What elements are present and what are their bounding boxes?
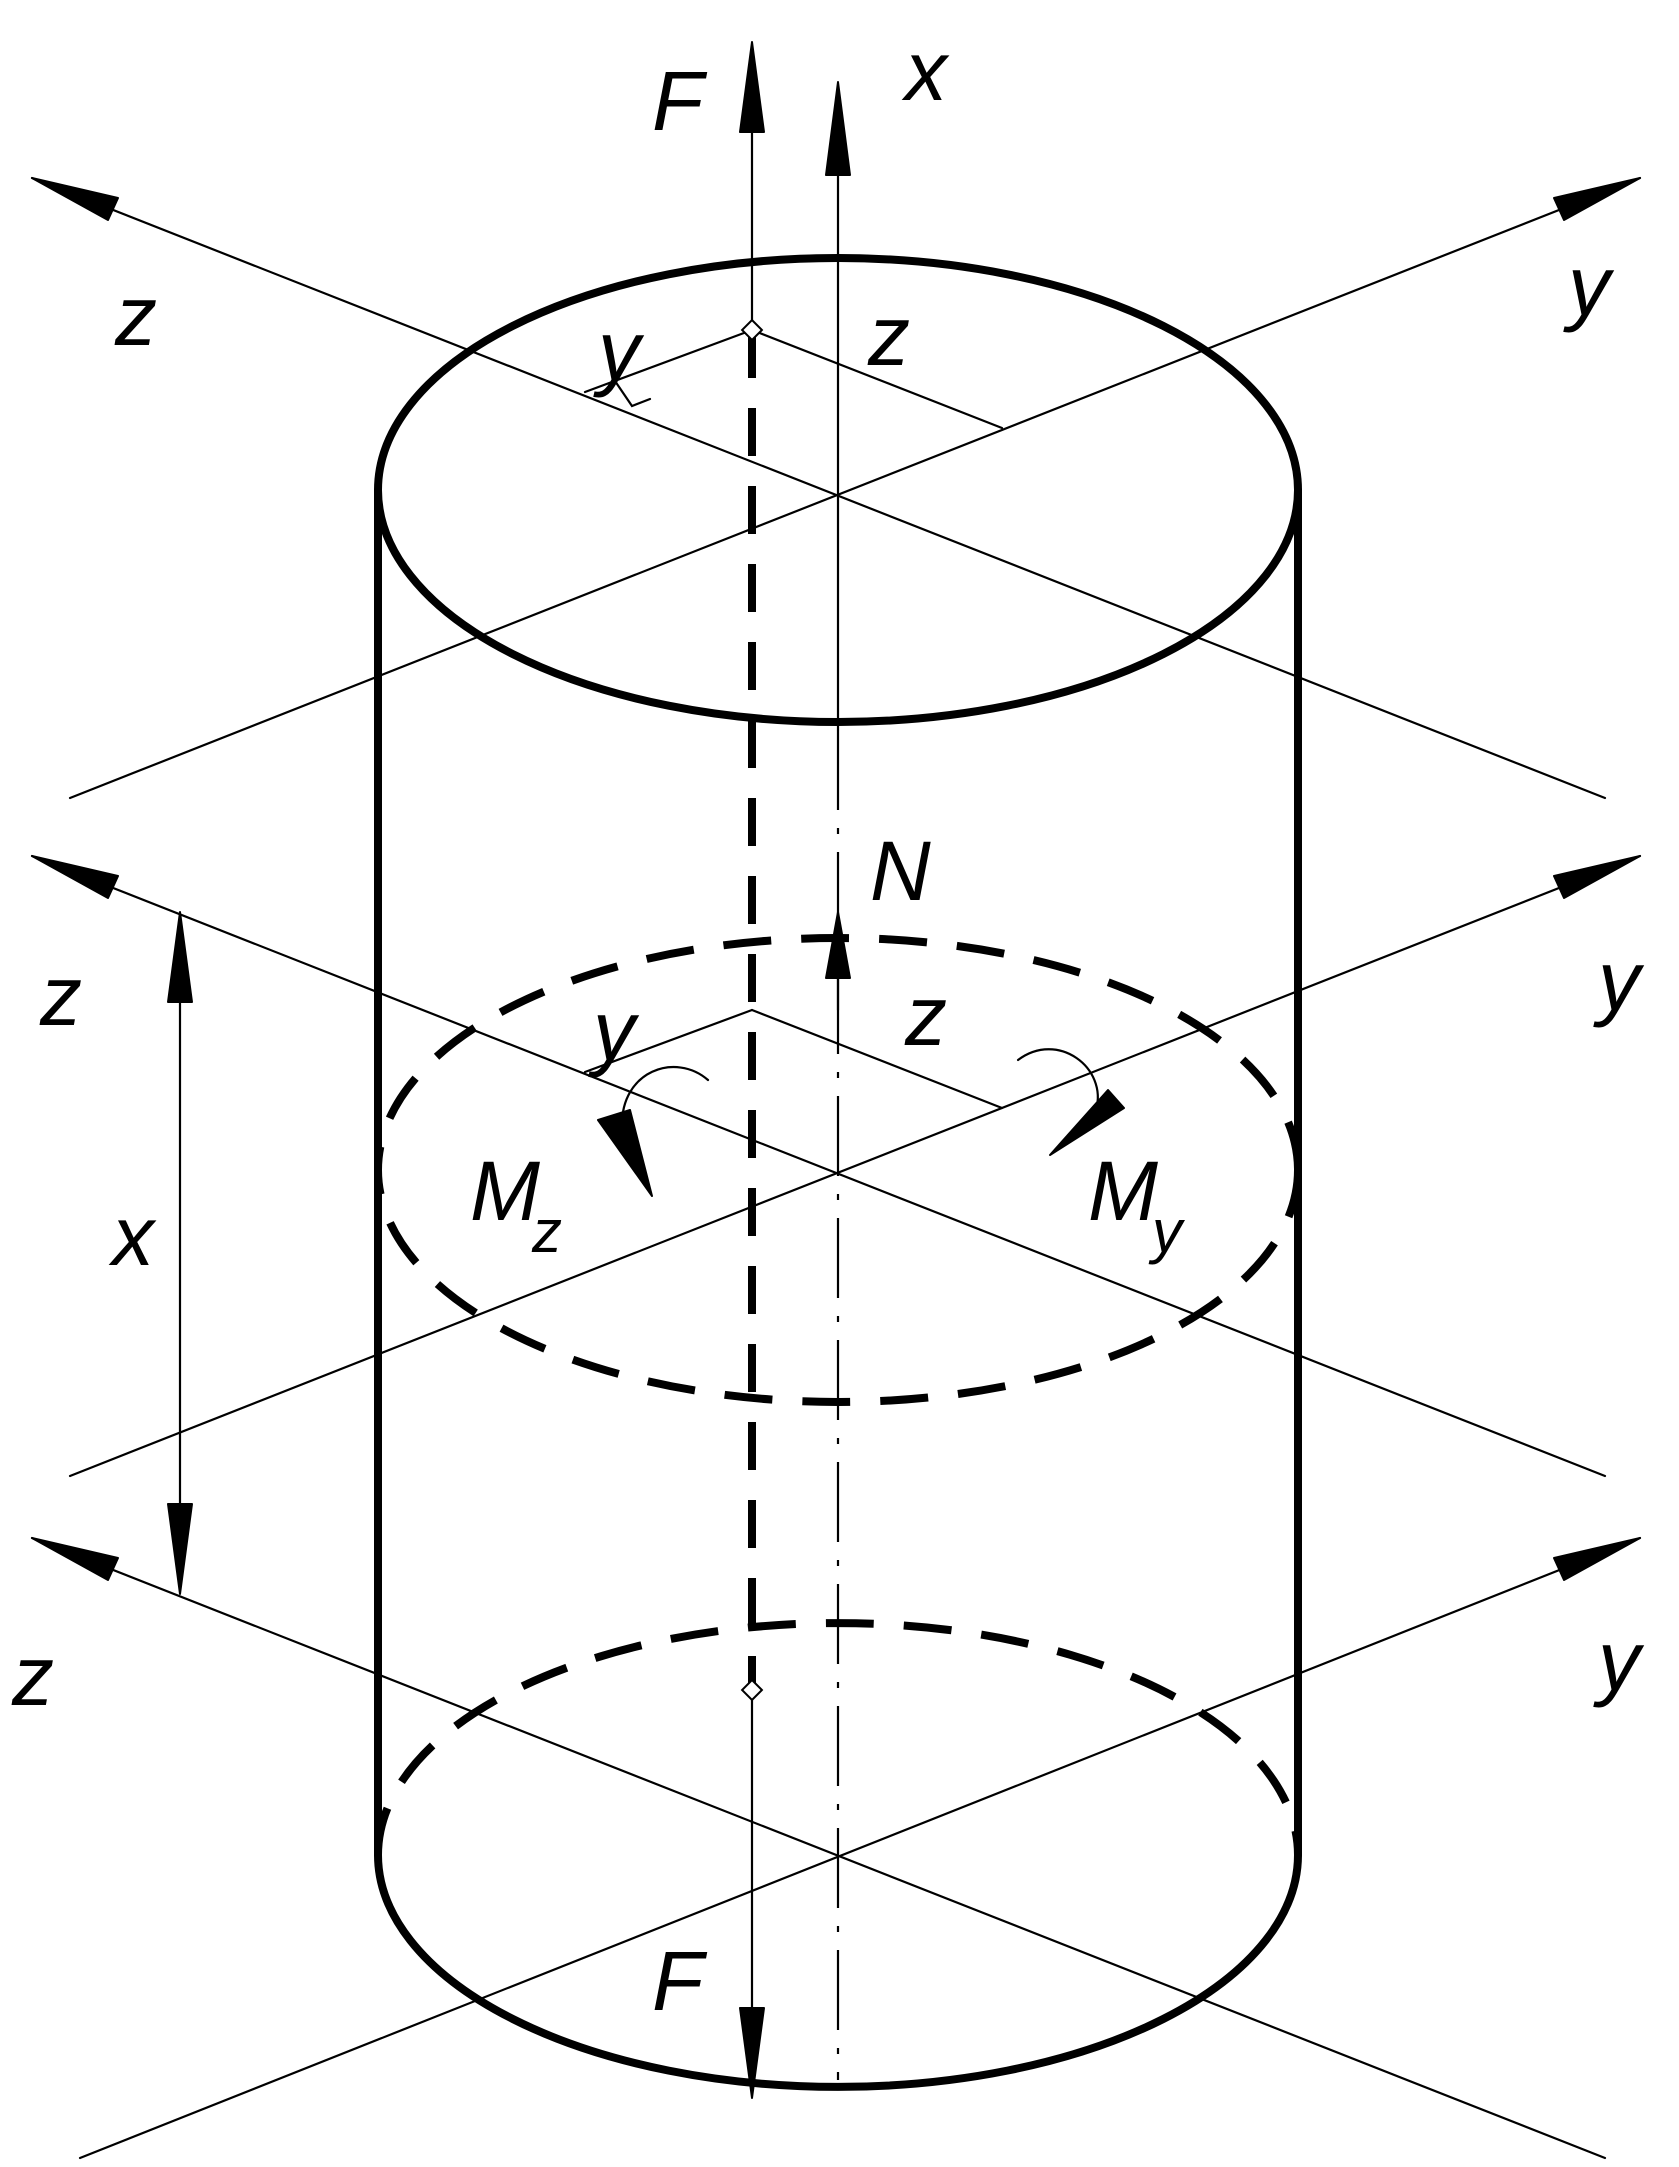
label-moment-y-sub: y	[1148, 1198, 1186, 1265]
y-top-arrowhead	[1553, 177, 1641, 221]
y-bottom-arrowhead	[1553, 1537, 1641, 1581]
label-z-bottom-left: z	[11, 1629, 54, 1723]
label-normal-force: N	[870, 824, 931, 918]
z-bottom-arrowhead	[31, 1537, 119, 1581]
z-axis-bottom	[30, 1536, 1607, 2160]
label-force-top: F	[652, 54, 708, 148]
z-local-top	[750, 328, 1004, 430]
label-x-axis: x	[901, 24, 950, 118]
label-moment-z-sub: z	[531, 1198, 562, 1265]
right-angle-mark	[613, 379, 652, 408]
z-local-middle	[750, 1008, 1004, 1110]
z-axis-top	[30, 176, 1607, 800]
label-z-top-left: z	[114, 269, 157, 363]
bottom-ellipse-front	[374, 1851, 1302, 2091]
moment-z-arrowhead	[597, 1109, 653, 1197]
load-point-top	[740, 318, 764, 342]
label-z-middle-inner: z	[904, 969, 947, 1063]
label-z-middle-left: z	[39, 949, 82, 1043]
axes-bottom	[30, 1536, 1642, 2160]
z-top-arrowhead	[31, 177, 119, 221]
label-z-top-inner: z	[867, 289, 910, 383]
x-axis-arrowhead	[825, 81, 851, 176]
y-axis-top	[68, 176, 1642, 800]
force-bottom-arrowhead	[739, 2007, 765, 2099]
label-force-bottom: F	[652, 1934, 708, 2028]
label-y-top-inner: y	[593, 304, 645, 398]
label-y-bottom-right: y	[1593, 1614, 1645, 1708]
axes-middle	[30, 854, 1642, 1478]
label-y-top-right: y	[1563, 239, 1615, 333]
y-axis-bottom	[78, 1536, 1642, 2160]
moment-y-arc	[1016, 1048, 1099, 1112]
y-axis-middle	[68, 854, 1642, 1478]
label-y-middle-right: y	[1593, 934, 1645, 1028]
axes-top	[30, 176, 1642, 800]
force-top-arrowhead	[739, 41, 765, 133]
label-moment-z: M	[470, 1144, 540, 1238]
moment-y-arrowhead	[1049, 1089, 1125, 1156]
y-local-top	[583, 328, 754, 394]
y-local-middle	[583, 1008, 754, 1074]
label-distance-x: x	[108, 1189, 157, 1283]
moment-z-arc	[620, 1065, 710, 1130]
distance-x-arrow-up	[167, 911, 193, 1003]
distance-x-arrow-down	[167, 1503, 193, 1595]
z-axis-middle	[30, 854, 1607, 1478]
label-y-middle-inner: y	[588, 984, 640, 1078]
load-point-bottom	[740, 1678, 764, 1702]
y-middle-arrowhead	[1553, 855, 1641, 899]
label-moment-y: M	[1088, 1144, 1158, 1238]
z-middle-arrowhead	[31, 855, 119, 899]
normal-force-arrowhead	[825, 911, 851, 979]
